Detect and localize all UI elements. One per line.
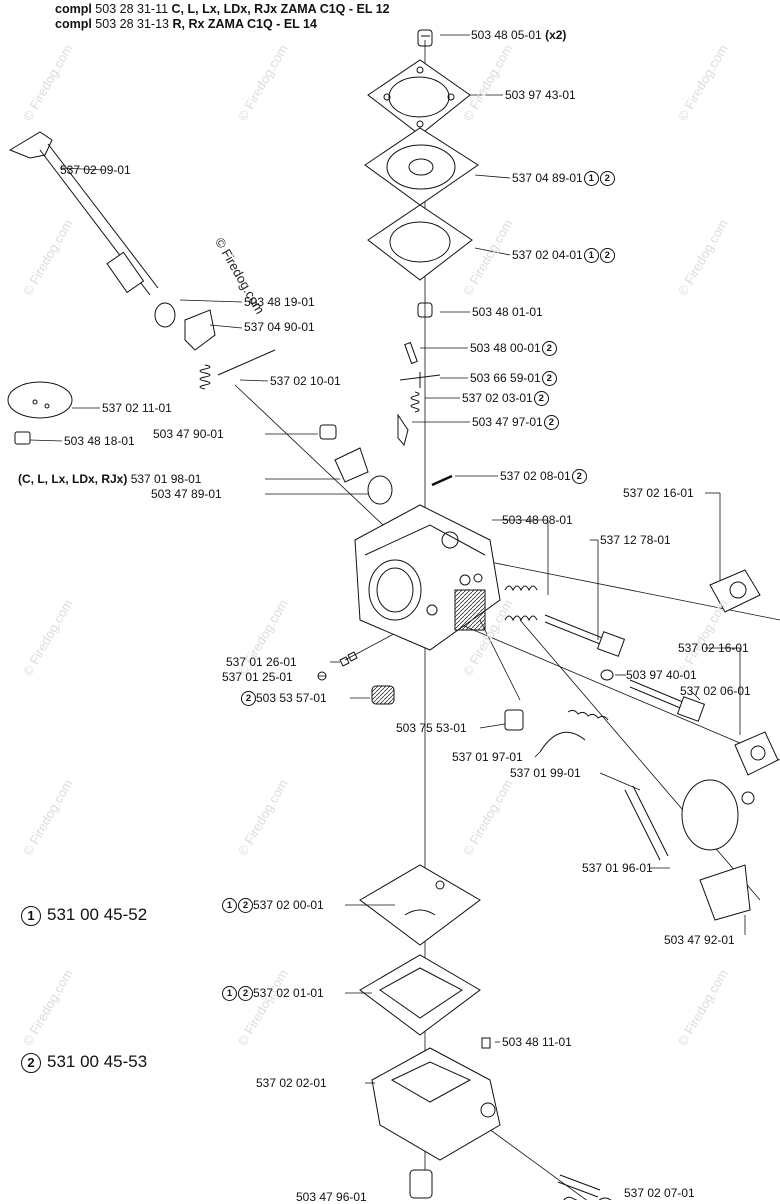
part-label: 503 48 11-01 <box>502 1035 572 1049</box>
part-label: 537 12 78-01 <box>600 533 671 547</box>
part-label: 537 02 16-01 <box>623 486 694 500</box>
part-label: 503 97 40-01 <box>626 668 697 682</box>
header-desc: C, L, Lx, LDx, RJx ZAMA C1Q - EL 12 <box>171 2 390 16</box>
kit-marker: 1 <box>21 905 41 926</box>
pump-diaphragm-part <box>364 127 479 206</box>
metering-diaphragm-part <box>359 864 481 946</box>
kit-legend-1: 1 531 00 45-52 <box>20 905 147 926</box>
part-label: 503 75 53-01 <box>396 721 467 735</box>
kit-legend-2: 2 531 00 45-53 <box>20 1052 147 1073</box>
part-label: 503 97 43-01 <box>505 88 576 102</box>
header-prefix: compl <box>55 17 92 31</box>
metering-gasket-part <box>359 954 481 1036</box>
part-label: 503 47 92-01 <box>664 933 735 947</box>
part-label: 503 48 18-01 <box>64 434 135 448</box>
limiter-cap-part <box>709 569 761 613</box>
header-desc: R, Rx ZAMA C1Q - EL 14 <box>172 17 317 31</box>
part-label: 537 02 16-01 <box>678 641 749 655</box>
part-label: 537 01 99-01 <box>510 766 581 780</box>
header-prefix: compl <box>55 2 92 16</box>
pump-cover-part <box>367 59 471 136</box>
part-label: 503 48 19-01 <box>244 295 315 309</box>
kit-marker: 2 <box>21 1052 41 1073</box>
part-label: 503 47 90-01 <box>153 427 224 441</box>
part-label: 537 04 90-01 <box>244 320 315 334</box>
part-label: 537 02 07-01 <box>624 1186 695 1200</box>
part-label: (C, L, Lx, LDx, RJx) 537 01 98-01 <box>18 472 202 486</box>
part-label: 537 01 26-01 <box>226 655 297 669</box>
part-label: 503 47 89-01 <box>151 487 222 501</box>
part-label: 503 48 01-01 <box>472 305 543 319</box>
part-label: 537 02 10-01 <box>270 374 341 388</box>
header-line-2: compl 503 28 31-13 R, Rx ZAMA C1Q - EL 1… <box>55 17 317 31</box>
part-label: 537 02 09-01 <box>60 163 131 177</box>
part-label: 503 47 96-01 <box>296 1190 367 1204</box>
part-label: 503 48 08-01 <box>502 513 573 527</box>
metering-cover-part <box>371 1047 501 1161</box>
part-label: 537 02 02-01 <box>256 1076 327 1090</box>
part-label: 537 01 97-01 <box>452 750 523 764</box>
header-code: 503 28 31-13 <box>95 17 169 31</box>
kit-code: 531 00 45-53 <box>47 1052 148 1071</box>
header-line-1: compl 503 28 31-11 C, L, Lx, LDx, RJx ZA… <box>55 2 390 16</box>
pump-gasket-part <box>367 204 473 281</box>
screw-part <box>417 29 433 47</box>
part-label: 537 02 06-01 <box>680 684 751 698</box>
kit-code: 531 00 45-52 <box>47 905 148 924</box>
carburetor-body-part <box>354 504 501 651</box>
part-label: 503 48 05-01 (x2) <box>471 28 567 42</box>
part-label: 537 01 96-01 <box>582 861 653 875</box>
part-label: 537 01 25-01 <box>222 670 293 684</box>
header-code: 503 28 31-11 <box>95 2 169 16</box>
part-label: 537 02 11-01 <box>102 401 172 415</box>
